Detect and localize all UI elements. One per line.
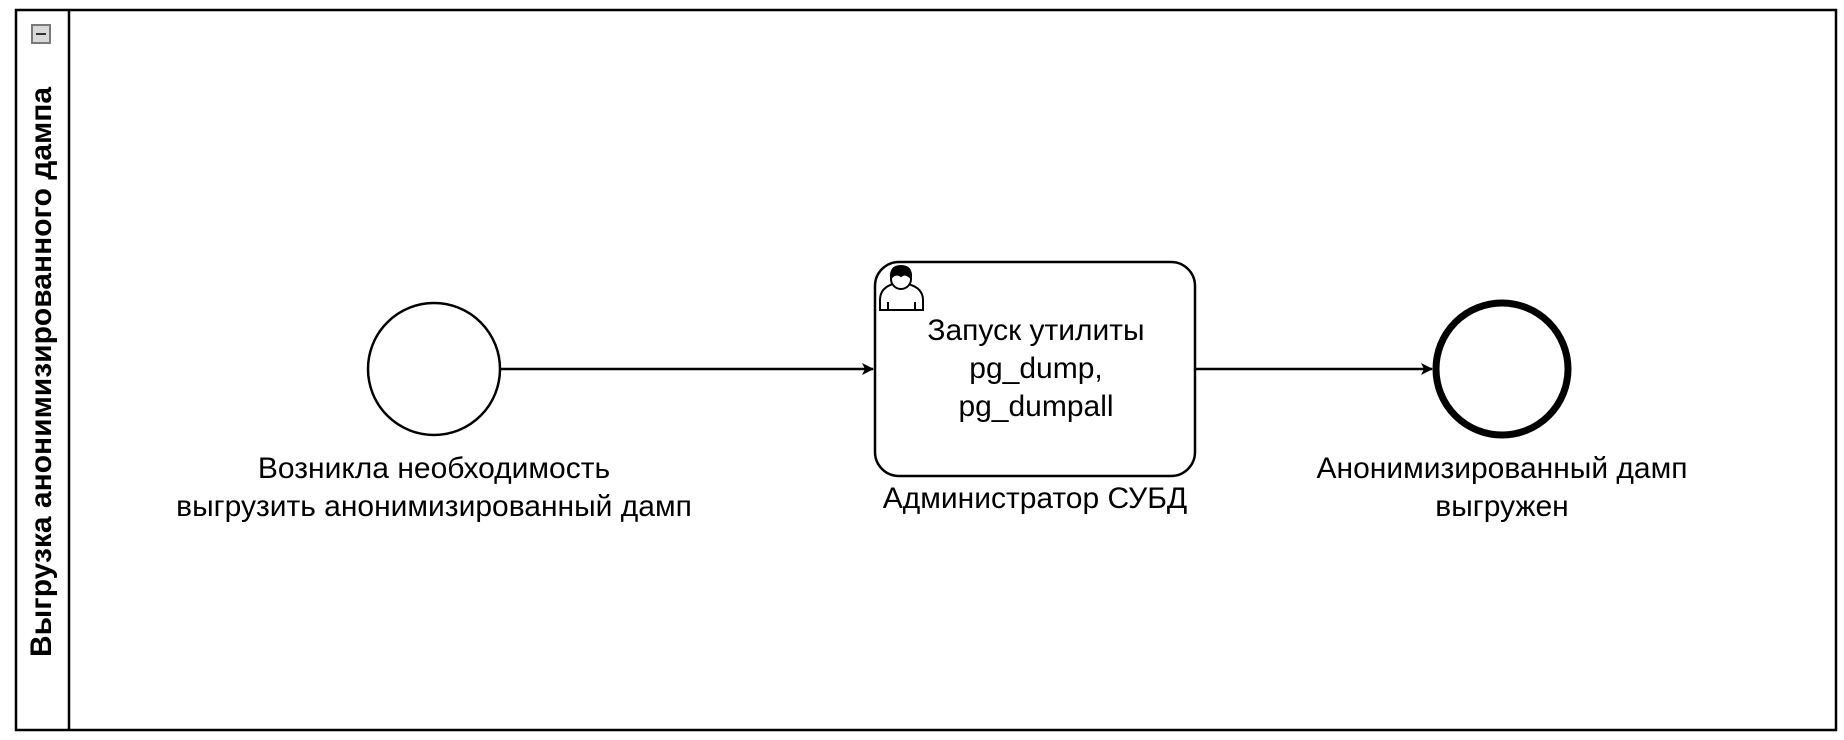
end-event-label-line: выгружен (1435, 490, 1569, 523)
end-event-label: Анонимизированный дамп выгружен (1302, 450, 1702, 526)
task-performer-text: Администратор СУБД (882, 482, 1188, 515)
pool-collapse-button[interactable] (31, 24, 51, 44)
start-event-label-line: Возникла необходимость (257, 452, 611, 485)
start-event-label-line: выгрузить анонимизированный дамп (176, 490, 692, 523)
pool-title-text: Выгрузка анонимизированного дампа (25, 86, 58, 658)
user-task-text-line: Запуск утилиты (927, 314, 1145, 347)
user-task-text-line: pg_dump, (969, 352, 1103, 385)
user-task-text-line: pg_dumpall (958, 390, 1114, 423)
user-icon (879, 264, 924, 311)
start-event[interactable] (366, 301, 502, 437)
end-event[interactable] (1432, 299, 1572, 439)
start-event-label: Возникла необходимость выгрузить аноними… (134, 450, 734, 526)
task-performer-label: Администратор СУБД (835, 480, 1235, 518)
user-task-text: Запуск утилиты pg_dump, pg_dumpall (876, 312, 1196, 426)
end-event-label-line: Анонимизированный дамп (1316, 452, 1688, 485)
